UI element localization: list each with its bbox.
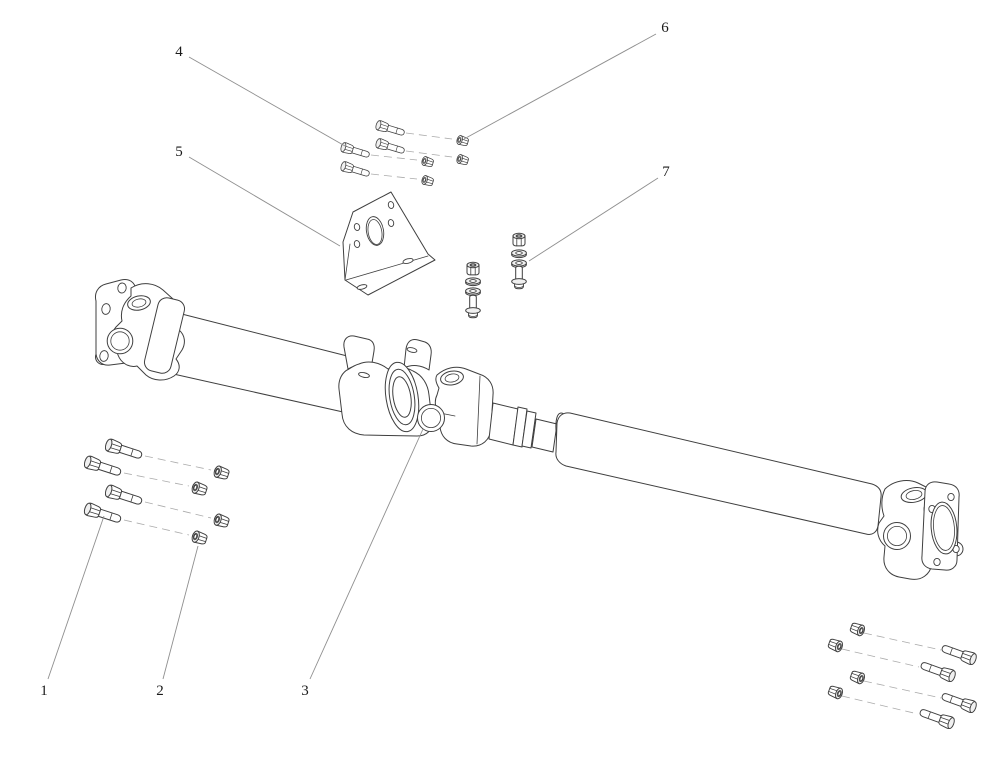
flat-washer bbox=[465, 277, 481, 287]
assembly-dash-line bbox=[370, 173, 418, 180]
hex-bolt bbox=[340, 161, 370, 177]
hex-bolt bbox=[83, 455, 122, 476]
hex-bolt bbox=[83, 502, 122, 523]
leader-line-3 bbox=[309, 428, 424, 680]
hex-nut bbox=[456, 135, 469, 146]
hex-nut bbox=[191, 481, 208, 496]
assembly-dash-lines bbox=[123, 132, 942, 715]
hex-nut bbox=[849, 622, 865, 637]
hex-nut bbox=[827, 638, 843, 653]
hex-bolt bbox=[375, 120, 405, 136]
callout-label-2: 2 bbox=[156, 683, 164, 699]
center-universal-joint bbox=[417, 366, 494, 447]
flange-bolt bbox=[465, 294, 481, 319]
hex-nut bbox=[213, 465, 230, 480]
front-shaft-tube bbox=[149, 309, 369, 415]
callout-label-5: 5 bbox=[175, 144, 183, 160]
callout-label-4: 4 bbox=[175, 44, 183, 60]
center-bearing-bracket bbox=[338, 335, 433, 437]
hex-nut bbox=[213, 513, 230, 528]
flat-washer bbox=[465, 287, 481, 297]
assembly-dash-line bbox=[841, 695, 919, 715]
flange-bolt bbox=[511, 265, 527, 290]
hex-nut bbox=[466, 261, 480, 276]
assembly-dash-line bbox=[123, 472, 190, 487]
support-bracket bbox=[342, 191, 436, 296]
hex-nut bbox=[421, 175, 434, 186]
hex-bolt bbox=[104, 438, 143, 459]
flat-washer bbox=[511, 249, 527, 259]
hex-bolt bbox=[941, 693, 977, 714]
rear-shaft-tube bbox=[555, 412, 882, 535]
assembly-dash-line bbox=[144, 455, 212, 471]
hex-nut bbox=[191, 530, 208, 545]
callout-label-3: 3 bbox=[301, 683, 309, 699]
leader-line-1 bbox=[47, 515, 105, 680]
rear-flange-yoke bbox=[877, 480, 964, 580]
leader-line-5 bbox=[188, 156, 341, 247]
callouts: 1 2 3 4 5 6 7 bbox=[40, 20, 670, 699]
hex-nut bbox=[421, 156, 434, 167]
hex-bolt bbox=[941, 645, 977, 666]
assembly-dash-line bbox=[123, 519, 190, 536]
leader-line-6 bbox=[463, 33, 657, 140]
hex-nut bbox=[512, 232, 526, 247]
assembly-dash-line bbox=[405, 132, 453, 140]
fasteners bbox=[83, 120, 977, 730]
callout-label-6: 6 bbox=[661, 20, 669, 36]
leader-line-2 bbox=[162, 545, 199, 680]
assembly-dash-line bbox=[841, 648, 920, 668]
callout-label-7: 7 bbox=[662, 164, 670, 180]
assembly-dash-line bbox=[144, 501, 212, 519]
hex-nut bbox=[849, 670, 865, 685]
front-flange-yoke bbox=[95, 279, 186, 381]
assembly-dash-line bbox=[405, 150, 453, 158]
hex-bolt bbox=[920, 662, 956, 683]
assembly-dash-line bbox=[863, 632, 942, 651]
hex-bolt bbox=[375, 138, 405, 154]
hex-nut bbox=[456, 154, 469, 165]
assembly-dash-line bbox=[370, 154, 418, 161]
hex-nut bbox=[827, 685, 843, 700]
hex-bolt bbox=[919, 709, 955, 730]
assembly-dash-line bbox=[863, 680, 942, 699]
hex-bolt bbox=[104, 484, 143, 505]
hex-bolt bbox=[340, 142, 370, 158]
callout-label-1: 1 bbox=[40, 683, 48, 699]
leader-line-7 bbox=[528, 177, 659, 262]
leader-line-4 bbox=[188, 56, 346, 147]
